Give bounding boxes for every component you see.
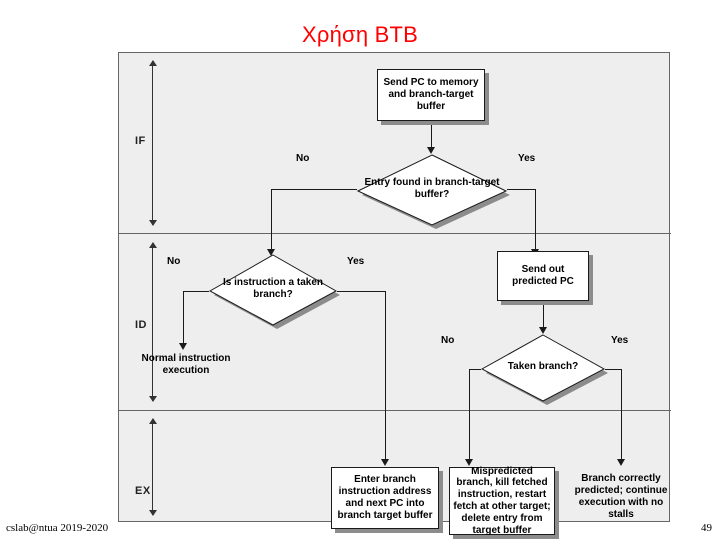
edge-label-is-taken-no: No: [167, 256, 181, 267]
edge-taken-no-horizontal: [469, 369, 481, 370]
edge-taken-no-arrowhead: [465, 459, 473, 466]
edge-taken-no-vertical: [469, 369, 470, 461]
node-send-out-predicted-pc: Send out predicted PC: [497, 251, 589, 301]
node-send-pc: Send PC to memory and branch-target buff…: [377, 69, 485, 121]
edge-is-taken-yes-arrowhead: [381, 459, 389, 466]
edge-taken-yes-horizontal: [605, 369, 621, 370]
node-send-out-predicted-pc-label: Send out predicted PC: [512, 264, 574, 287]
stage-separator-if-id: [119, 233, 671, 234]
edge-entry-yes-horizontal: [507, 189, 535, 190]
node-branch-correctly-predicted: Branch correctly predicted; continue exe…: [571, 467, 671, 527]
edge-is-taken-no-arrowhead: [179, 343, 187, 350]
node-send-pc-label: Send PC to memory and branch-target buff…: [383, 77, 479, 112]
edge-is-taken-yes-horizontal: [337, 291, 385, 292]
edge-send-pc-to-entry: [431, 125, 432, 149]
stage-label-if: IF: [135, 135, 146, 147]
edge-send-out-to-taken: [543, 305, 544, 329]
node-is-taken-branch: Is instruction a taken branch?: [209, 253, 340, 329]
edge-entry-yes-vertical: [535, 189, 536, 251]
edge-entry-no-horizontal: [271, 189, 357, 190]
edge-entry-no-arrowhead: [267, 249, 275, 256]
slide-number: 49: [701, 522, 712, 534]
node-normal-execution: Normal instruction execution: [139, 353, 233, 377]
edge-is-taken-yes-vertical: [385, 291, 386, 461]
node-entry-found: Entry found in branch-target buffer?: [357, 153, 510, 229]
node-enter-branch-instruction: Enter branch instruction address and nex…: [331, 467, 439, 529]
node-branch-correctly-predicted-label: Branch correctly predicted; continue exe…: [574, 473, 668, 520]
edge-label-is-taken-yes: Yes: [347, 256, 365, 267]
stage-label-ex: EX: [135, 485, 151, 497]
node-taken-branch: Taken branch?: [481, 333, 608, 405]
stage-separator-id-ex: [119, 410, 671, 411]
edge-label-entry-found-no: No: [296, 153, 310, 164]
edge-taken-yes-vertical: [621, 369, 622, 461]
edge-taken-yes-arrowhead: [617, 459, 625, 466]
stage-range-ex: [149, 418, 157, 516]
edge-is-taken-no-vertical: [183, 291, 184, 345]
edge-send-pc-to-entry-arrowhead: [427, 147, 435, 154]
stage-label-id: ID: [135, 319, 147, 331]
edge-label-taken-branch-no: No: [441, 335, 455, 346]
edge-label-entry-found-yes: Yes: [518, 153, 536, 164]
node-enter-branch-instruction-label: Enter branch instruction address and nex…: [337, 474, 433, 521]
node-mispredicted-branch: Mispredicted branch, kill fetched instru…: [449, 465, 555, 536]
stage-range-id: [149, 242, 157, 402]
node-mispredicted-branch-label: Mispredicted branch, kill fetched instru…: [453, 465, 551, 536]
btb-flowchart-figure: IF ID EX Send PC to memory and branch-ta…: [118, 52, 671, 536]
page-title: Χρήση BTB: [302, 22, 418, 47]
node-normal-execution-label: Normal instruction execution: [141, 353, 231, 376]
footer-attribution: cslab@ntua 2019-2020: [6, 522, 109, 534]
edge-label-taken-branch-yes: Yes: [611, 335, 629, 346]
edge-is-taken-no-horizontal: [183, 291, 209, 292]
edge-entry-no-vertical: [271, 189, 272, 251]
stage-range-if: [149, 60, 157, 226]
edge-send-out-to-taken-arrowhead: [539, 327, 547, 334]
